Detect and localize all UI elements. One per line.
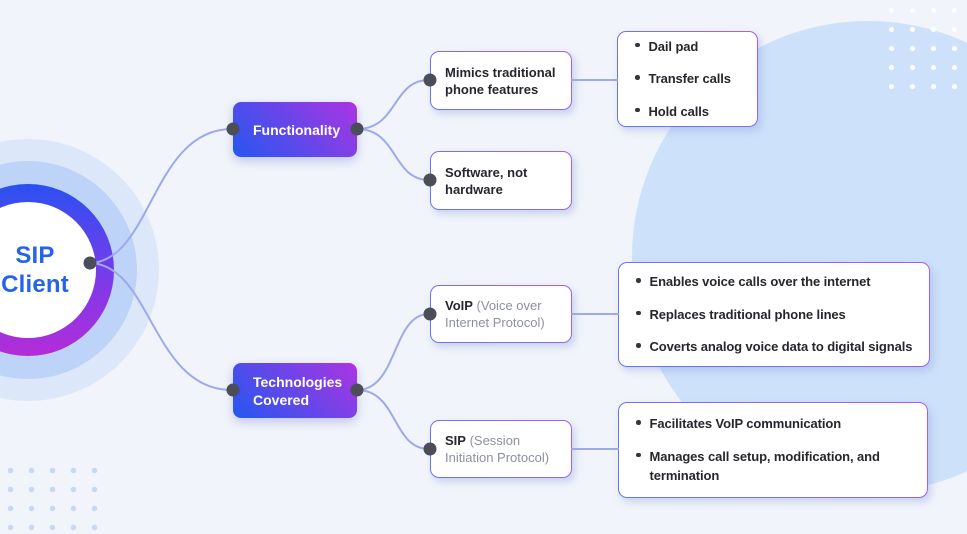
bullet-item: Hold calls <box>635 102 745 122</box>
node-software-not-hardware[interactable]: Software, not hardware <box>430 151 572 210</box>
bullet-item: Facilitates VoIP communication <box>636 414 915 434</box>
root-node-sip-client[interactable]: SIP Client <box>0 138 160 402</box>
node-title: VoIP (Voice over Internet Protocol) <box>445 297 557 331</box>
bullet-item: Enables voice calls over the internet <box>636 272 917 292</box>
node-title-bold: SIP <box>445 433 466 448</box>
bullet-dot-icon <box>635 107 640 113</box>
node-title-gray: (Session Initiation Protocol) <box>445 433 550 465</box>
node-title: Software, not hardware <box>445 164 557 198</box>
branch-label: Functionality <box>253 121 341 138</box>
branch-node-technologies-covered[interactable]: Technologies Covered <box>233 363 357 418</box>
bullet-dot-icon <box>636 343 641 348</box>
bullet-dot-icon <box>635 75 640 80</box>
node-title-bold: Mimics traditional phone features <box>445 64 556 97</box>
bullet-dot-icon <box>635 42 640 48</box>
bullet-dot-icon <box>636 278 641 283</box>
bullet-text: Enables voice calls over the internet <box>649 274 871 290</box>
bullet-item: Dail pad <box>635 37 745 57</box>
detail-box-phone-features[interactable]: Dail pad Transfer calls Hold calls <box>617 31 758 127</box>
branch-label: Technologies Covered <box>253 373 343 408</box>
bullet-dot-icon <box>636 452 641 458</box>
bullet-text: Hold calls <box>648 103 710 119</box>
node-mimics-traditional-phone-features[interactable]: Mimics traditional phone features <box>430 51 572 110</box>
bullet-text: Transfer calls <box>648 71 732 87</box>
bullet-item: Transfer calls <box>635 69 745 89</box>
node-title: Mimics traditional phone features <box>445 64 557 98</box>
bullet-text: Dail pad <box>648 38 699 54</box>
node-sip[interactable]: SIP (Session Initiation Protocol) <box>430 420 572 478</box>
node-voip[interactable]: VoIP (Voice over Internet Protocol) <box>430 285 572 343</box>
bullet-item: Manages call setup, modification, and te… <box>636 447 915 486</box>
node-title-bold: Software, not hardware <box>445 164 528 197</box>
bullet-item: Replaces traditional phone lines <box>636 305 917 325</box>
root-label-line1: SIP <box>15 242 55 269</box>
detail-box-sip[interactable]: Facilitates VoIP communication Manages c… <box>618 402 928 498</box>
branch-node-functionality[interactable]: Functionality <box>233 102 357 157</box>
bullet-text: Manages call setup, modification, and te… <box>649 448 880 484</box>
bullet-text: Replaces traditional phone lines <box>649 306 846 322</box>
dot-grid-bottom-left <box>0 461 106 534</box>
node-title: SIP (Session Initiation Protocol) <box>445 432 557 466</box>
root-label-line2: Client <box>1 271 69 298</box>
root-label: SIP Client <box>1 241 69 299</box>
bullet-text: Facilitates VoIP communication <box>649 416 842 432</box>
detail-box-voip[interactable]: Enables voice calls over the internet Re… <box>618 262 930 367</box>
node-title-bold: VoIP <box>445 298 473 313</box>
bullet-dot-icon <box>636 420 641 425</box>
node-title-gray: (Voice over Internet Protocol) <box>445 298 545 330</box>
bullet-dot-icon <box>636 310 641 316</box>
dot-grid-top-right <box>881 1 967 97</box>
bullet-item: Coverts analog voice data to digital sig… <box>636 337 917 357</box>
bullet-text: Coverts analog voice data to digital sig… <box>649 339 913 355</box>
